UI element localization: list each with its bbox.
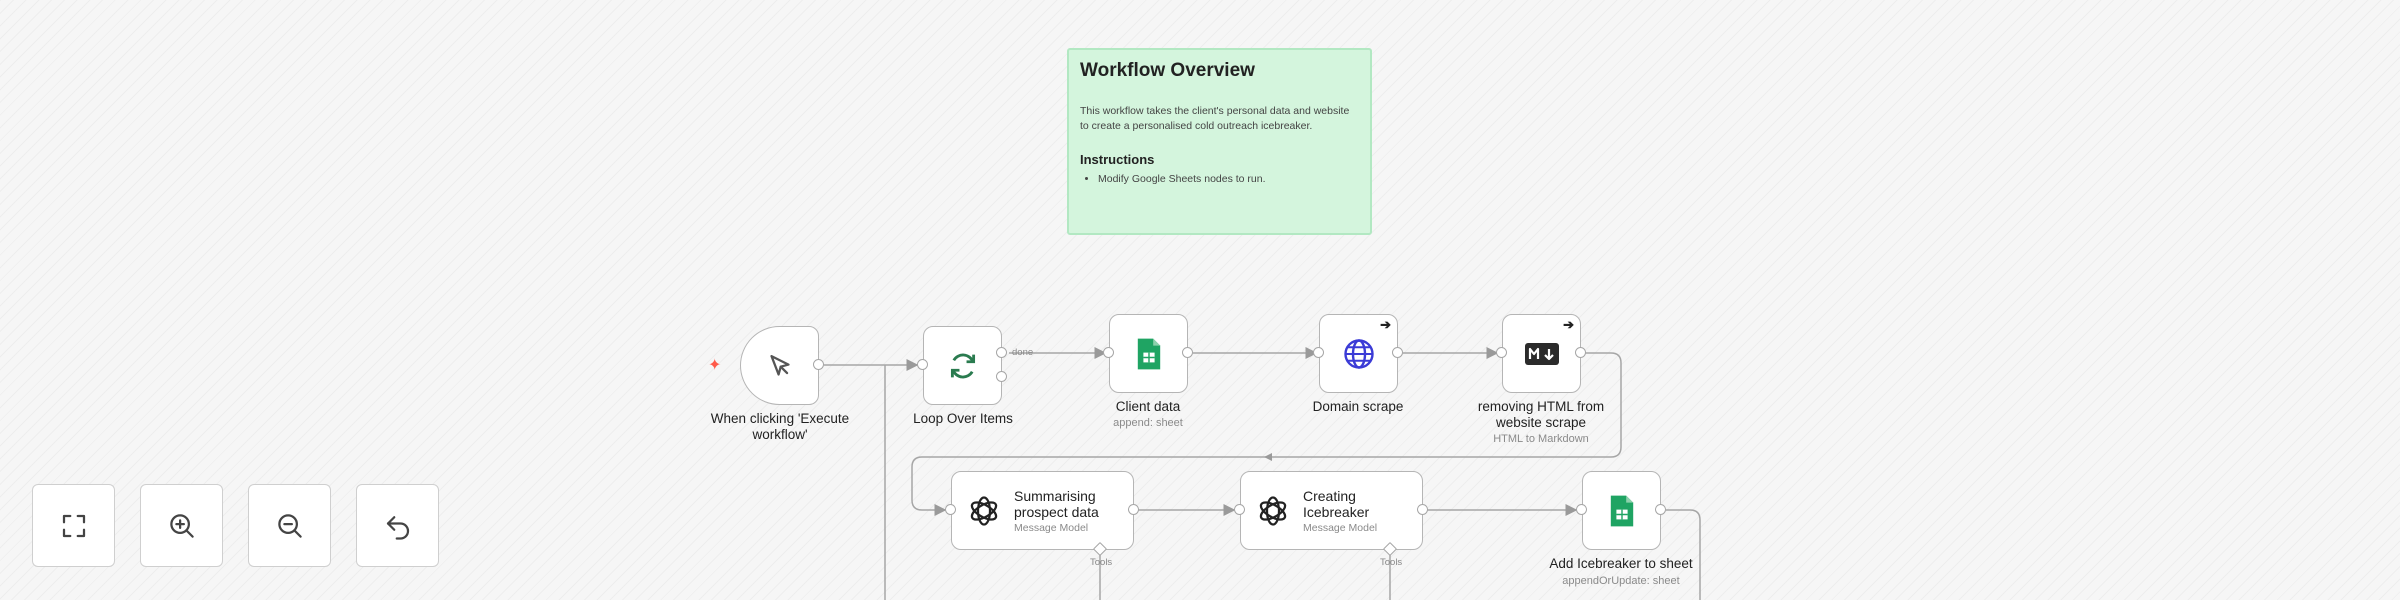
node-manual-trigger[interactable] xyxy=(740,326,819,405)
add-icebreaker-input-port[interactable] xyxy=(1576,504,1587,515)
add-icebreaker-sublabel: appendOrUpdate: sheet xyxy=(1562,575,1680,587)
node-creating-icebreaker[interactable]: Creating Icebreaker Message Model xyxy=(1240,471,1423,550)
trigger-spark-icon: ✦ xyxy=(708,357,722,374)
fit-view-button[interactable] xyxy=(32,484,115,567)
node-add-icebreaker-to-sheet[interactable] xyxy=(1582,471,1661,550)
html-markdown-label: removing HTML from website scrape xyxy=(1477,399,1605,430)
fit-view-icon xyxy=(62,514,85,537)
icebreaker-text: Creating Icebreaker Message Model xyxy=(1303,488,1388,534)
sticky-body: This workflow takes the client's persona… xyxy=(1080,105,1350,132)
globe-icon xyxy=(1343,338,1374,369)
html-markdown-sublabel: HTML to Markdown xyxy=(1493,433,1589,445)
openai-icon xyxy=(970,495,998,526)
zoom-out-button[interactable] xyxy=(248,484,331,567)
icebreaker-tools-label: Tools xyxy=(1380,557,1403,568)
summarising-output-port[interactable] xyxy=(1128,504,1139,515)
sticky-title: Workflow Overview xyxy=(1080,60,1255,81)
edge-direction-arrow xyxy=(1264,453,1272,461)
summarising-input-port[interactable] xyxy=(945,504,956,515)
loop-done-label: done xyxy=(1012,347,1034,358)
loop-label: Loop Over Items xyxy=(913,411,1013,426)
icebreaker-sublabel: Message Model xyxy=(1303,521,1378,534)
zoom-in-icon xyxy=(169,513,194,538)
summarising-text: Summarising prospect data Message Model xyxy=(1014,488,1109,534)
trigger-label: When clicking 'Execute workflow' xyxy=(710,411,850,442)
add-icebreaker-output-port[interactable] xyxy=(1655,504,1666,515)
google-sheets-icon xyxy=(1137,338,1160,369)
html-markdown-output-port[interactable] xyxy=(1575,347,1586,358)
icebreaker-output-port[interactable] xyxy=(1417,504,1428,515)
loop-input-port[interactable] xyxy=(917,359,928,370)
edge-add-loop xyxy=(1666,509,1701,600)
google-sheets-icon xyxy=(1610,495,1633,526)
zoom-out-icon xyxy=(277,513,302,538)
client-data-sublabel: append: sheet xyxy=(1113,417,1183,429)
domain-scrape-output-port[interactable] xyxy=(1392,347,1403,358)
zoom-in-button[interactable] xyxy=(140,484,223,567)
domain-scrape-label: Domain scrape xyxy=(1312,399,1404,414)
sticky-instruction-item: Modify Google Sheets nodes to run. xyxy=(1098,173,1359,185)
loop-arrows-icon xyxy=(950,353,975,378)
trigger-output-port[interactable] xyxy=(813,359,824,370)
summarising-sublabel: Message Model xyxy=(1014,521,1089,534)
workflow-overview-sticky-note[interactable]: Workflow Overview This workflow takes th… xyxy=(1067,48,1372,235)
client-data-output-port[interactable] xyxy=(1182,347,1193,358)
html-markdown-input-port[interactable] xyxy=(1496,347,1507,358)
icebreaker-title: Creating Icebreaker xyxy=(1303,487,1370,520)
node-client-data[interactable] xyxy=(1109,314,1188,393)
client-data-label: Client data xyxy=(1115,399,1181,414)
markdown-icon xyxy=(1524,342,1559,365)
undo-button[interactable] xyxy=(356,484,439,567)
arrow-right-icon: ➔ xyxy=(1563,317,1574,332)
add-icebreaker-label: Add Icebreaker to sheet xyxy=(1549,556,1693,571)
cursor-click-icon xyxy=(769,354,790,376)
undo-icon xyxy=(386,515,409,540)
loop-loop-output-port[interactable] xyxy=(996,371,1007,382)
client-data-input-port[interactable] xyxy=(1103,347,1114,358)
arrow-right-icon: ➔ xyxy=(1380,317,1391,332)
summarising-tools-label: Tools xyxy=(1090,557,1113,568)
node-domain-scrape[interactable]: ➔ xyxy=(1319,314,1398,393)
summarising-title: Summarising prospect data xyxy=(1014,487,1099,520)
node-html-to-markdown[interactable]: ➔ xyxy=(1502,314,1581,393)
sticky-instructions-heading: Instructions xyxy=(1080,152,1155,167)
openai-icon xyxy=(1259,495,1287,526)
icebreaker-input-port[interactable] xyxy=(1234,504,1245,515)
node-summarising-prospect-data[interactable]: Summarising prospect data Message Model xyxy=(951,471,1134,550)
sticky-instructions-list: Modify Google Sheets nodes to run. xyxy=(1080,173,1359,185)
loop-done-output-port[interactable] xyxy=(996,347,1007,358)
domain-scrape-input-port[interactable] xyxy=(1313,347,1324,358)
node-loop-over-items[interactable] xyxy=(923,326,1002,405)
